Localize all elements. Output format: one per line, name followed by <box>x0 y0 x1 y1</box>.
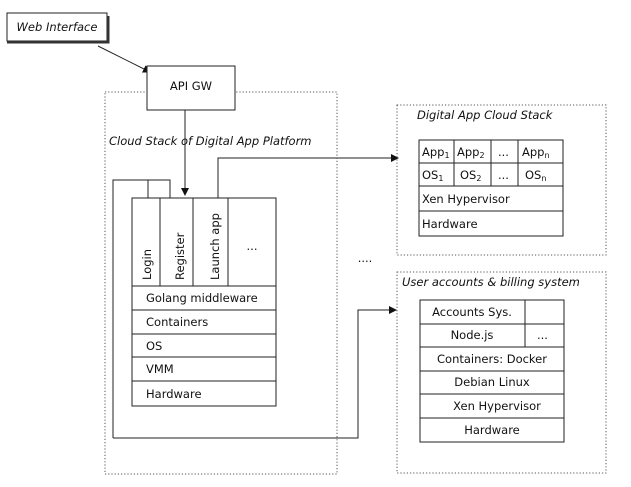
os-more-label: ... <box>498 168 509 182</box>
digital-app-stack: App1 App2 ... Appn OS1 OS2 ... OSn Xen H… <box>418 139 564 237</box>
digital-app-title: Digital App Cloud Stack <box>417 108 554 122</box>
user-accounts-stack: Accounts Sys. Node.js ... Containers: Do… <box>419 299 565 443</box>
ua-layer-debian: Debian Linux <box>454 375 530 389</box>
ua-layer-docker: Containers: Docker <box>437 352 547 366</box>
platform-stack: Login Register Launch app ... Golang mid… <box>131 197 277 407</box>
nodejs-more-label: ... <box>537 328 548 342</box>
app-more-label: ... <box>498 145 509 159</box>
app-launch-label: Launch app <box>208 213 222 280</box>
arrow-to-user-accounts <box>113 306 397 439</box>
layer-containers: Containers <box>146 315 208 329</box>
app-login-label: Login <box>140 249 154 280</box>
os-n-label: OSn <box>525 168 546 183</box>
ua-layer-hardware: Hardware <box>464 423 520 437</box>
arrow-launch-to-digital-app <box>217 154 399 198</box>
api-gw-label: API GW <box>170 79 212 93</box>
loop-line <box>112 179 171 438</box>
api-gw-box: API GW <box>146 65 236 111</box>
app-register-label: Register <box>173 232 187 280</box>
layer-os: OS <box>146 339 162 353</box>
app-n-label: Appn <box>522 145 550 160</box>
cloud-stack-title: Cloud Stack of Digital App Platform <box>109 134 312 148</box>
app-2-label: App2 <box>457 145 485 160</box>
os-2-label: OS2 <box>460 168 481 183</box>
ua-layer-xen: Xen Hypervisor <box>453 399 541 413</box>
ellipsis-between: .... <box>358 251 373 265</box>
da-layer-hardware: Hardware <box>422 217 478 231</box>
accounts-sys-label: Accounts Sys. <box>432 305 512 319</box>
app-1-label: App1 <box>422 145 450 160</box>
os-1-label: OS1 <box>422 168 443 183</box>
layer-hardware: Hardware <box>146 387 202 401</box>
app-more-label: ... <box>247 239 258 253</box>
user-accounts-title: User accounts & billing system <box>402 275 580 289</box>
web-interface-box: Web Interface <box>6 12 110 44</box>
web-interface-label: Web Interface <box>17 20 98 34</box>
da-layer-xen: Xen Hypervisor <box>422 192 510 206</box>
nodejs-label: Node.js <box>451 328 494 342</box>
layer-vmm: VMM <box>146 362 174 376</box>
layer-golang: Golang middleware <box>146 291 258 305</box>
arrow-web-to-gw <box>97 45 151 73</box>
